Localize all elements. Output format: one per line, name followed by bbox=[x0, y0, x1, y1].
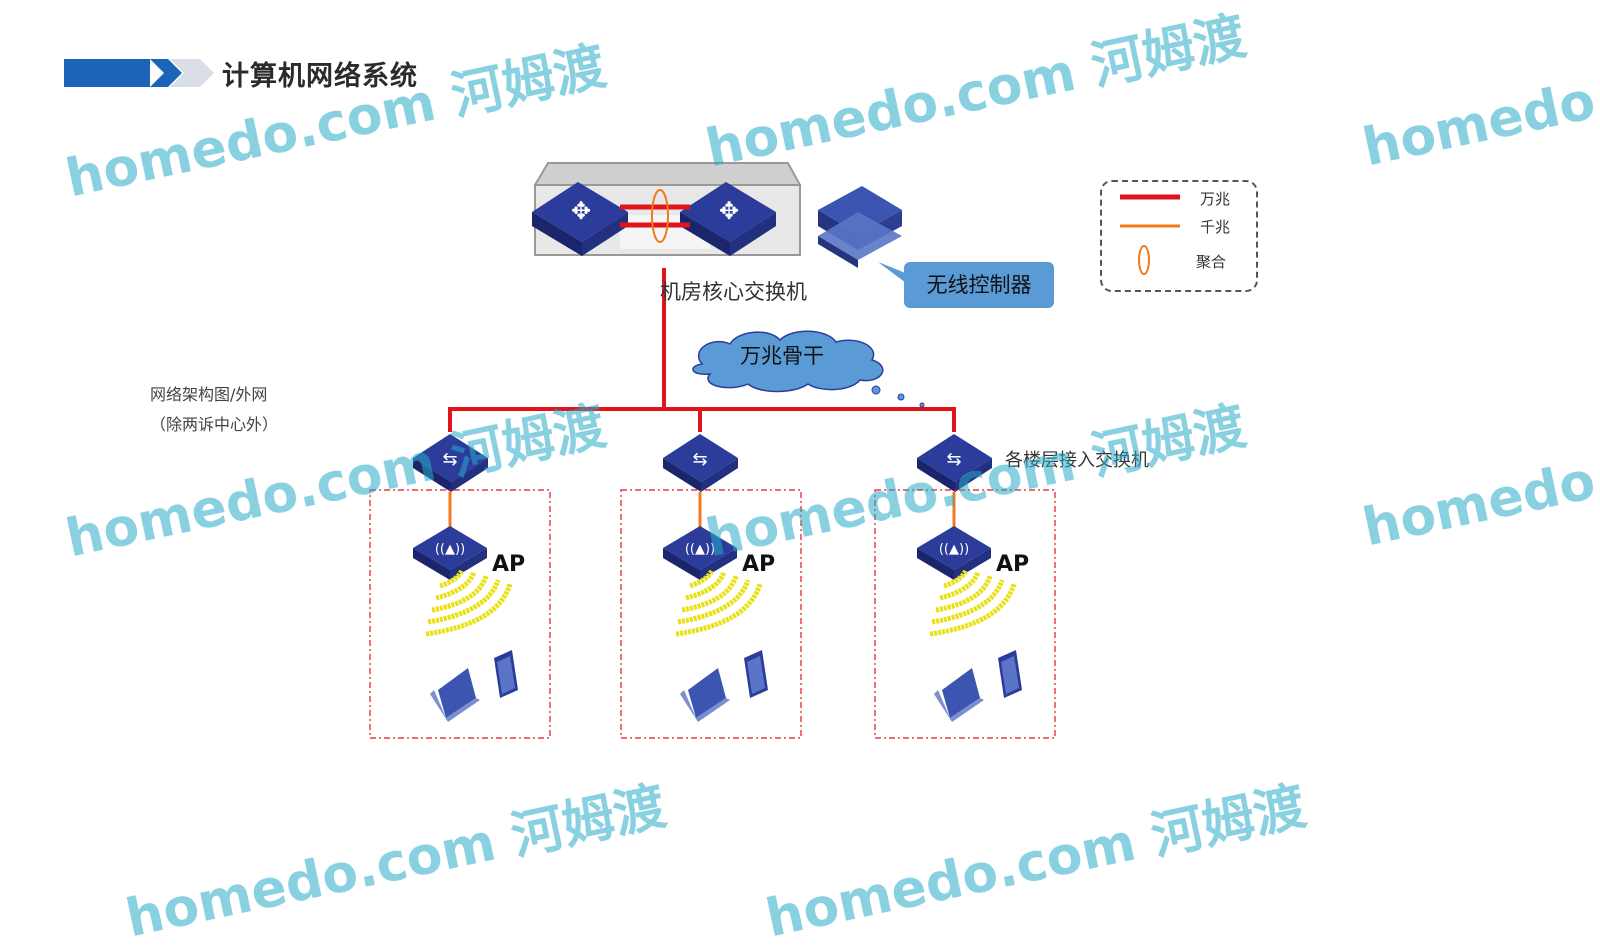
wifi-signal-3 bbox=[929, 568, 1017, 637]
backbone-cloud bbox=[692, 330, 925, 408]
svg-text:⇆: ⇆ bbox=[692, 449, 707, 470]
tablet-icon bbox=[494, 650, 518, 698]
legend-aggregation-marker bbox=[1138, 245, 1150, 275]
svg-text:✥: ✥ bbox=[571, 197, 591, 225]
legend bbox=[1100, 180, 1258, 292]
architecture-note-line-2: （除两诉中心外） bbox=[150, 415, 279, 434]
access-switch-label: 各楼层接入交换机 bbox=[1005, 450, 1149, 471]
floor-zone-2 bbox=[620, 489, 802, 739]
core-switch-right: ✥ bbox=[680, 182, 776, 256]
laptop-icon bbox=[934, 668, 984, 722]
legend-ten-gig-label: 万兆 bbox=[1200, 190, 1231, 208]
svg-text:✥: ✥ bbox=[719, 197, 739, 225]
architecture-note-line-1: 网络架构图/外网 bbox=[150, 385, 268, 404]
svg-text:((▲)): ((▲)) bbox=[435, 542, 465, 557]
ap-label-3: AP bbox=[996, 552, 1030, 577]
page-title: 计算机网络系统 bbox=[222, 61, 418, 92]
legend-gig-label: 千兆 bbox=[1200, 218, 1231, 236]
floor-zone-3 bbox=[874, 489, 1056, 739]
wireless-controller-device bbox=[818, 186, 902, 268]
ap-device-1: ((▲)) bbox=[413, 526, 487, 580]
core-switch-label: 机房核心交换机 bbox=[660, 280, 807, 304]
tablet-icon bbox=[998, 650, 1022, 698]
backbone-label: 万兆骨干 bbox=[740, 344, 824, 368]
laptop-icon bbox=[680, 668, 730, 722]
legend-aggregation-label: 聚合 bbox=[1196, 253, 1227, 271]
aggregation-marker bbox=[651, 189, 669, 243]
svg-text:((▲)): ((▲)) bbox=[939, 542, 969, 557]
ap-label-1: AP bbox=[492, 552, 526, 577]
access-switch-1: ⇆ bbox=[413, 434, 488, 492]
svg-text:((▲)): ((▲)) bbox=[685, 542, 715, 557]
title-accent-chevron bbox=[150, 59, 214, 87]
floor-zone-1 bbox=[369, 489, 551, 739]
wifi-signal-1 bbox=[425, 568, 513, 637]
wireless-controller-label: 无线控制器 bbox=[904, 262, 1054, 308]
network-diagram: ✥ ✥ ⇆ ⇆ bbox=[369, 162, 1180, 739]
tablet-icon bbox=[744, 650, 768, 698]
laptop-icon bbox=[430, 668, 480, 722]
ap-label-2: AP bbox=[742, 552, 776, 577]
architecture-note: 网络架构图/外网 （除两诉中心外） bbox=[150, 380, 278, 440]
core-switch-left: ✥ bbox=[532, 182, 628, 256]
title-accent-bar bbox=[64, 59, 150, 87]
access-switch-3: ⇆ bbox=[917, 434, 992, 492]
ap-device-3: ((▲)) bbox=[917, 526, 991, 580]
svg-text:⇆: ⇆ bbox=[946, 449, 961, 470]
access-switch-2: ⇆ bbox=[663, 434, 738, 492]
wifi-signal-2 bbox=[675, 568, 763, 637]
svg-text:⇆: ⇆ bbox=[442, 449, 457, 470]
